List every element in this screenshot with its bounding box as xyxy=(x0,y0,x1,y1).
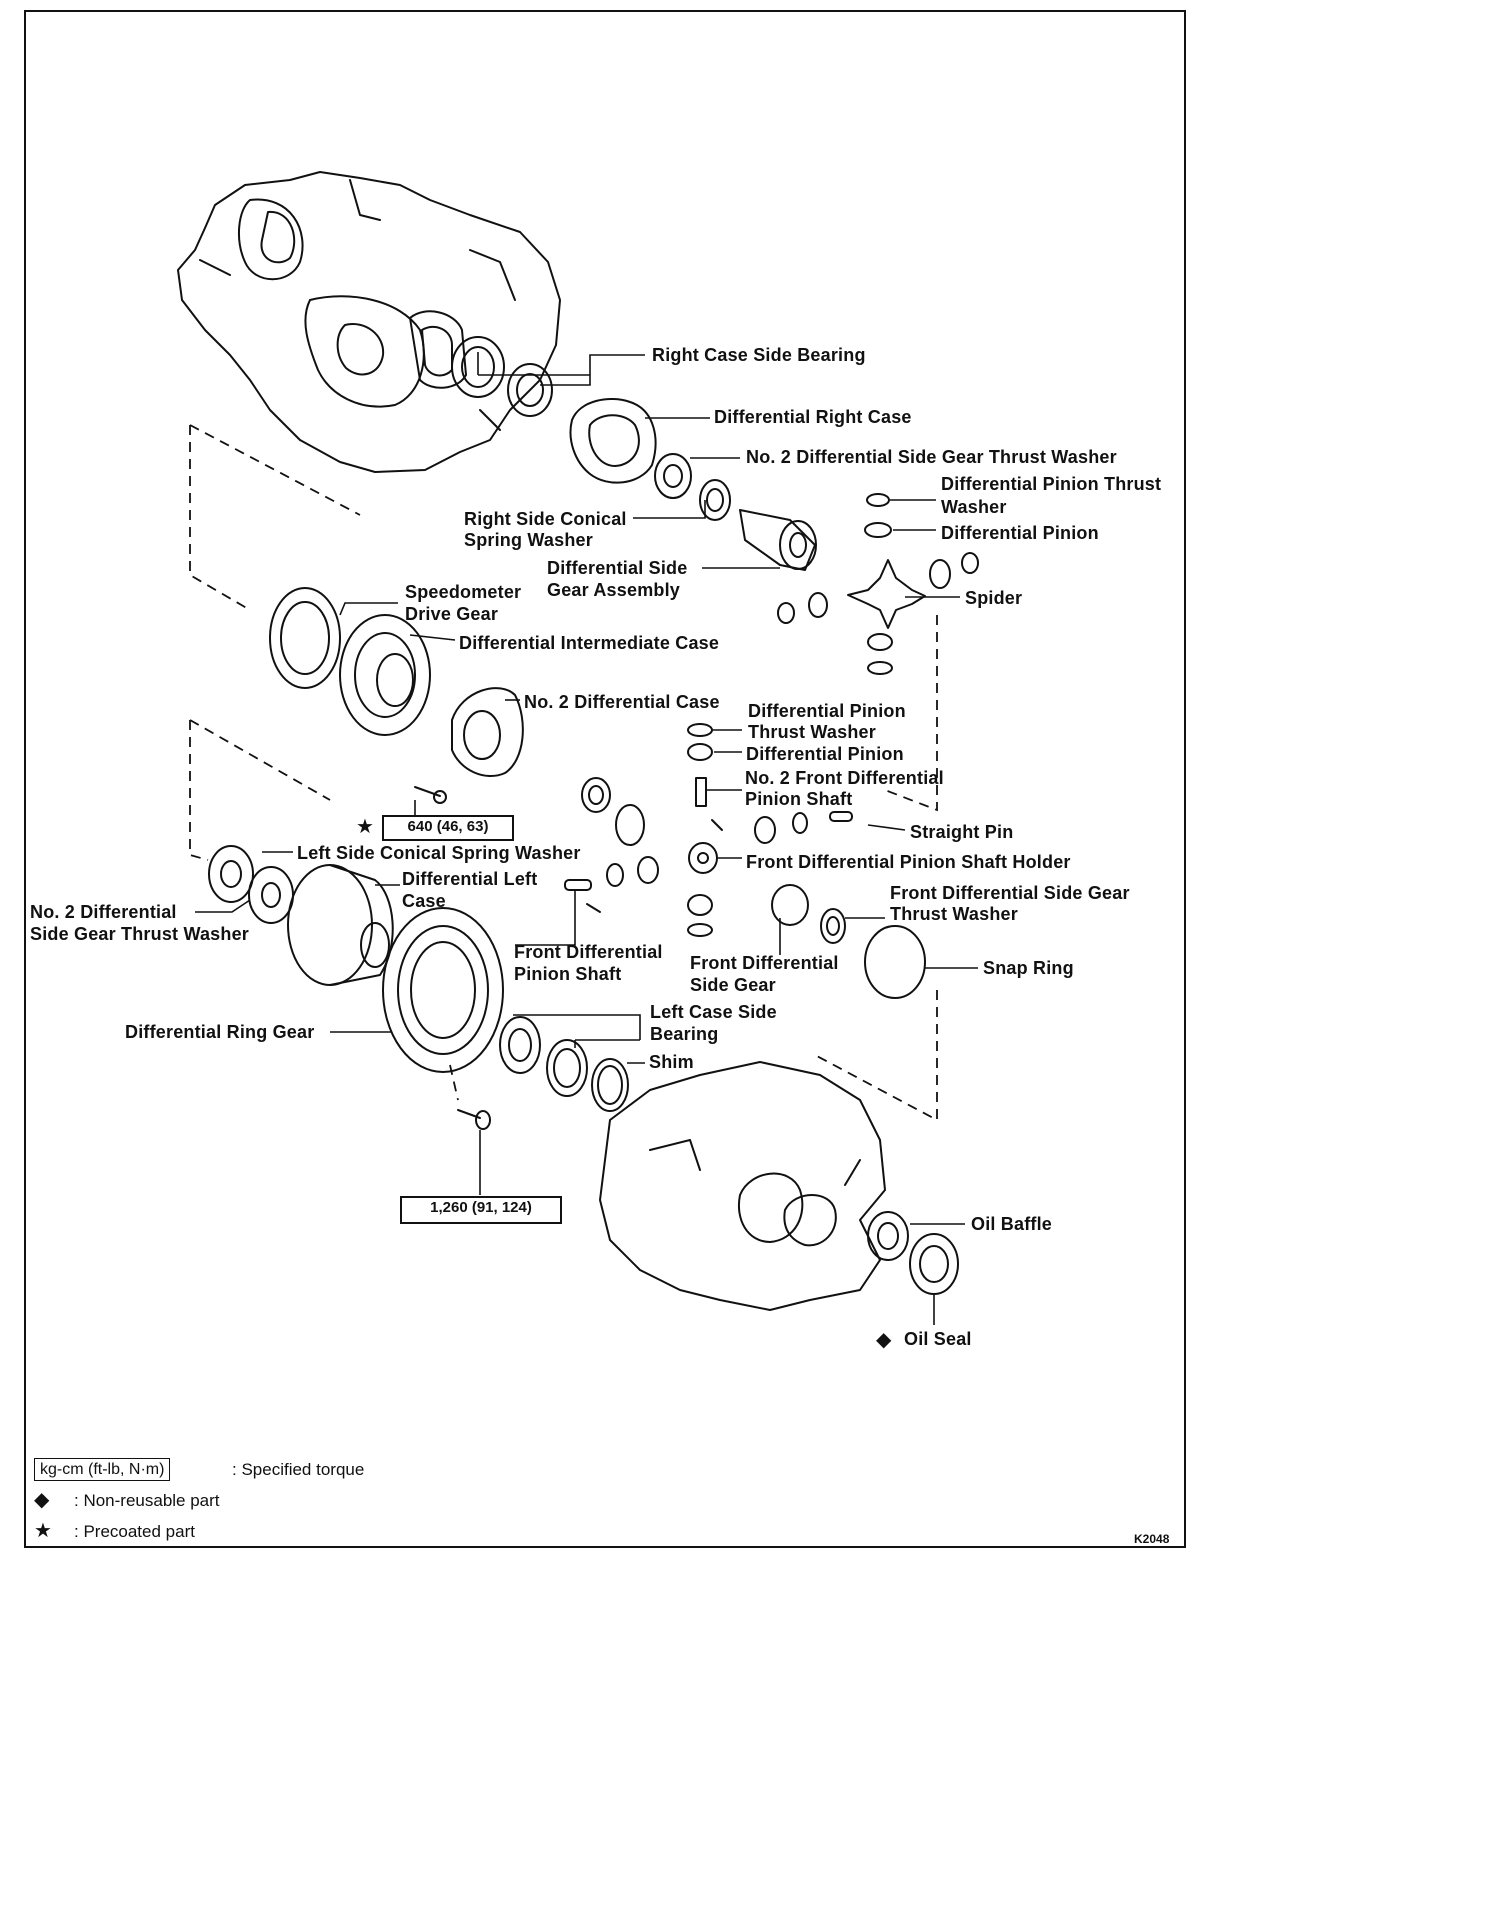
label-front-diff-side-gear-line2: Side Gear xyxy=(690,975,776,995)
label-speedometer-drive-gear-line1: Speedometer xyxy=(405,582,522,602)
precoated-star-icon: ★ xyxy=(356,816,374,838)
exploded-view-art xyxy=(177,171,979,1325)
label-front-diff-side-gear-line1: Front Differential xyxy=(690,953,839,973)
label-differential-pinion-thrust-washer-top-line1: Differential Pinion Thrust xyxy=(941,474,1162,494)
torque-ring-gear-bolt: 1,260 (91, 124) xyxy=(400,1196,562,1224)
label-oil-seal: Oil Seal xyxy=(904,1329,972,1349)
label-differential-pinion-thrust-washer-mid-line1: Differential Pinion xyxy=(748,701,906,721)
legend-precoated-desc: : Precoated part xyxy=(74,1522,195,1541)
label-right-side-conical-spring-washer-line1: Right Side Conical xyxy=(464,509,627,529)
label-oil-baffle: Oil Baffle xyxy=(971,1214,1053,1234)
label-no2-diff-side-gear-thrust-washer-top: No. 2 Differential Side Gear Thrust Wash… xyxy=(746,447,1117,467)
snap-ring-shape xyxy=(864,925,926,999)
label-left-side-conical-spring-washer: Left Side Conical Spring Washer xyxy=(297,843,581,863)
upper-transaxle-housing xyxy=(177,171,561,473)
label-differential-pinion-mid: Differential Pinion xyxy=(746,744,904,764)
label-no2-differential-case: No. 2 Differential Case xyxy=(524,692,720,712)
label-no2-diff-side-gear-thrust-washer-left-line1: No. 2 Differential xyxy=(30,902,177,922)
legend-diamond-icon: ◆ xyxy=(34,1489,50,1511)
legend-torque-unit-box: kg-cm (ft-lb, N·m) xyxy=(34,1458,171,1481)
non-reusable-diamond-icon: ◆ xyxy=(876,1329,892,1351)
side-gear-assembly-shape xyxy=(739,509,817,571)
oil-baffle-shape xyxy=(867,1211,909,1261)
speedometer-drive-gear-shape xyxy=(269,587,341,689)
spider-shape xyxy=(847,559,926,629)
differential-intermediate-case-shape xyxy=(339,614,431,736)
label-no2-front-diff-pinion-shaft-line2: Pinion Shaft xyxy=(745,789,853,809)
label-snap-ring: Snap Ring xyxy=(983,958,1074,978)
label-shim: Shim xyxy=(649,1052,694,1072)
label-differential-pinion-thrust-washer-top-line2: Washer xyxy=(941,497,1007,517)
label-differential-pinion-thrust-washer-mid-line2: Thrust Washer xyxy=(748,722,876,742)
figure-code: K2048 xyxy=(1134,1532,1170,1546)
legend-non-reusable-desc: : Non-reusable part xyxy=(74,1491,220,1510)
label-differential-left-case-line2: Case xyxy=(402,891,446,911)
label-straight-pin: Straight Pin xyxy=(910,822,1014,842)
label-front-diff-pinion-shaft-line2: Pinion Shaft xyxy=(514,964,622,984)
no2-differential-case-shape xyxy=(451,687,524,778)
label-differential-pinion-top: Differential Pinion xyxy=(941,523,1099,543)
oil-seal-shape xyxy=(909,1233,959,1295)
legend-star-icon: ★ xyxy=(34,1520,52,1542)
lower-transaxle-housing xyxy=(599,1061,886,1311)
label-right-side-conical-spring-washer-line2: Spring Washer xyxy=(464,530,593,550)
label-speedometer-drive-gear-line2: Drive Gear xyxy=(405,604,499,624)
label-no2-front-diff-pinion-shaft-line1: No. 2 Front Differential xyxy=(745,768,944,788)
label-left-case-side-bearing-line1: Left Case Side xyxy=(650,1002,777,1022)
label-differential-ring-gear: Differential Ring Gear xyxy=(125,1022,315,1042)
no2-side-gear-thrust-washer-top-shape xyxy=(654,453,692,499)
label-front-diff-pinion-shaft-holder: Front Differential Pinion Shaft Holder xyxy=(746,852,1071,872)
diagram-frame xyxy=(24,10,1186,1548)
differential-left-case-shape xyxy=(287,864,394,986)
label-no2-diff-side-gear-thrust-washer-left-line2: Side Gear Thrust Washer xyxy=(30,924,249,944)
differential-ring-gear-shape xyxy=(382,907,504,1073)
label-front-diff-side-gear-thrust-washer-line1: Front Differential Side Gear xyxy=(890,883,1130,903)
differential-right-case-shape xyxy=(569,398,657,484)
right-conical-spring-washer-shape xyxy=(699,479,731,521)
label-differential-left-case-line1: Differential Left xyxy=(402,869,538,889)
label-spider: Spider xyxy=(965,588,1023,608)
label-left-case-side-bearing-line2: Bearing xyxy=(650,1024,719,1044)
label-differential-right-case: Differential Right Case xyxy=(714,407,912,427)
label-front-diff-pinion-shaft-line1: Front Differential xyxy=(514,942,663,962)
label-differential-side-gear-assembly-line2: Gear Assembly xyxy=(547,580,681,600)
label-differential-intermediate-case: Differential Intermediate Case xyxy=(459,633,720,653)
legend-torque-desc: : Specified torque xyxy=(232,1460,365,1479)
label-differential-side-gear-assembly-line1: Differential Side xyxy=(547,558,688,578)
torque-intermediate-case-bolt: 640 (46, 63) xyxy=(382,815,514,841)
label-right-case-side-bearing: Right Case Side Bearing xyxy=(652,345,866,365)
label-front-diff-side-gear-thrust-washer-line2: Thrust Washer xyxy=(890,904,1018,924)
